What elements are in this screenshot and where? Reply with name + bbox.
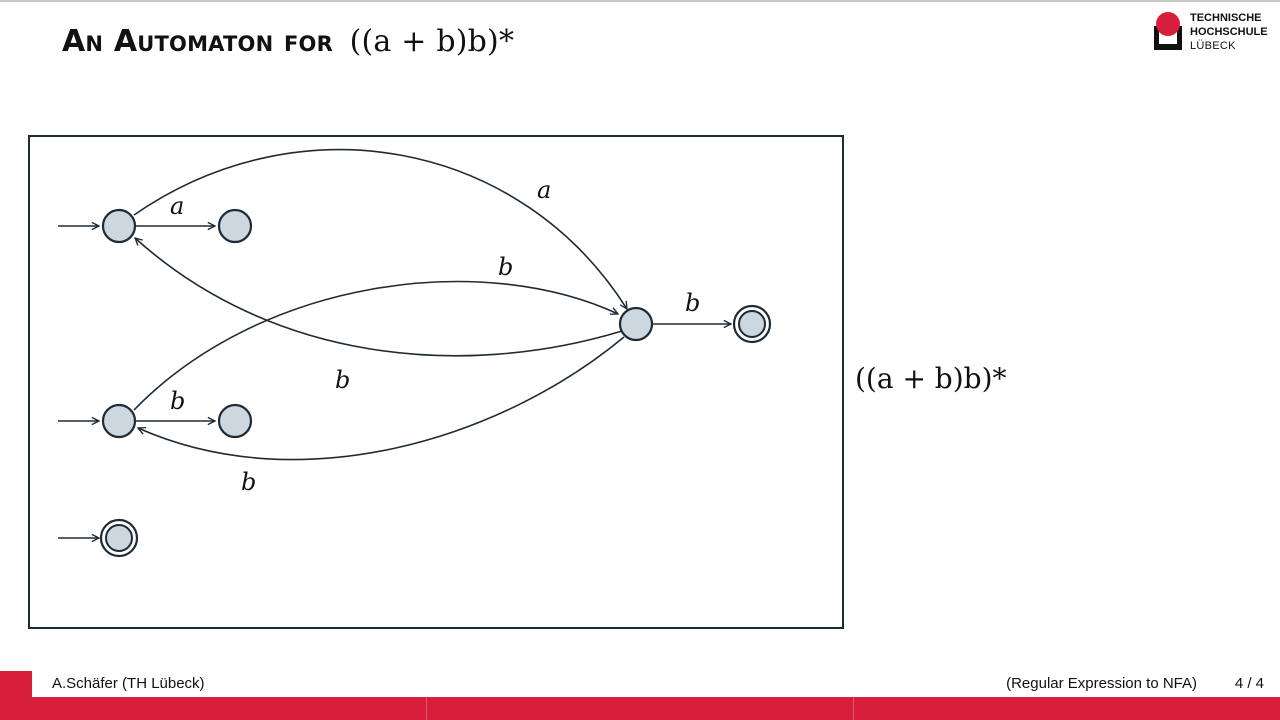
edge-label-b-upper: b: [498, 253, 513, 281]
edge-label-b-short: b: [170, 387, 185, 415]
slide-title-text: An Automaton for: [62, 24, 333, 59]
slide-title-expression: ((a + b)b)*: [349, 24, 515, 59]
state-start-a: [101, 208, 137, 244]
footer-accent: [0, 671, 32, 697]
slide-title: An Automaton for ((a + b)b)*: [62, 22, 514, 62]
edge-b-upper: [133, 280, 618, 411]
logo-line-1: TECHNISCHE: [1190, 12, 1262, 24]
logo-mark-icon: [1154, 12, 1182, 50]
university-logo: TECHNISCHE HOCHSCHULE LÜBECK: [1152, 10, 1272, 56]
edge-b-back-top: [135, 238, 623, 357]
edge-b-back-bottom: [138, 336, 625, 461]
footer-page-number: 4 / 4: [1234, 675, 1264, 692]
footer-section-title: (Regular Expression to NFA): [1006, 675, 1197, 692]
edge-label-a-short: a: [170, 192, 184, 220]
logo-line-2: HOCHSCHULE: [1190, 26, 1268, 38]
automaton-frame: [28, 135, 844, 629]
edge-label-b-back-top: b: [335, 366, 350, 394]
logo-line-3: LÜBECK: [1190, 40, 1236, 52]
footer-strip-divider: [426, 697, 427, 720]
footer-strip-divider: [853, 697, 854, 720]
logo-text: TECHNISCHE HOCHSCHULE LÜBECK: [1190, 11, 1268, 53]
state-start-b: [101, 403, 137, 439]
footer-bar: [0, 671, 1280, 697]
footer-strip: [0, 697, 1280, 720]
footer-author: A.Schäfer (TH Lübeck): [52, 675, 205, 692]
state-accept-right: [732, 304, 772, 344]
state-after-b: [217, 403, 253, 439]
edge-label-b-to-accept: b: [685, 289, 700, 317]
edge-label-b-back-bottom: b: [241, 468, 256, 496]
state-after-a: [217, 208, 253, 244]
top-rule: [0, 0, 1280, 2]
edge-a-long: [133, 148, 627, 309]
side-expression: ((a + b)b)*: [855, 362, 1007, 395]
edge-label-a-long: a: [537, 176, 551, 204]
state-accept-start: [99, 518, 139, 558]
state-middle: [618, 306, 654, 342]
